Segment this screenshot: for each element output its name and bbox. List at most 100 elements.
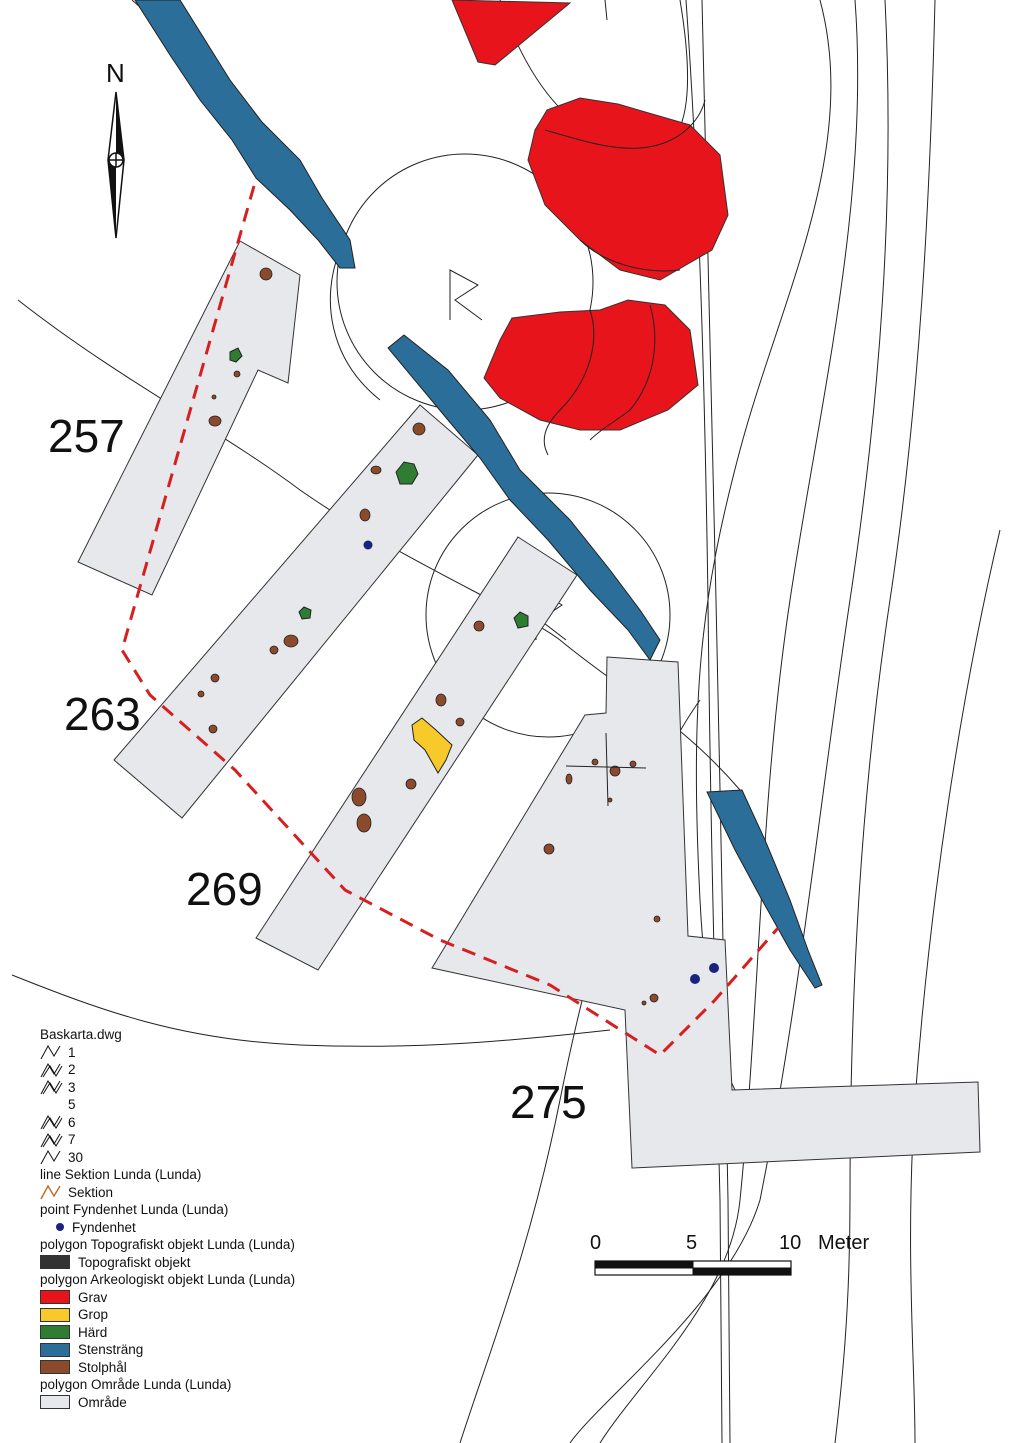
posthole bbox=[649, 993, 659, 1003]
legend-base-layer: 6 bbox=[40, 1114, 380, 1132]
hearth-3 bbox=[298, 606, 312, 620]
trench-label-257: 257 bbox=[48, 410, 125, 462]
legend-topo-item: Topografiskt objekt bbox=[40, 1254, 380, 1272]
posthole bbox=[356, 813, 372, 833]
zigzag-icon bbox=[40, 1080, 63, 1095]
posthole bbox=[197, 690, 205, 698]
topo-swatch bbox=[40, 1255, 70, 1270]
section-line-icon bbox=[40, 1184, 61, 1200]
scale-bar: 0 5 10 Meter bbox=[590, 1232, 894, 1282]
scale-label-5: 5 bbox=[686, 1232, 698, 1254]
trench-269 bbox=[255, 536, 578, 971]
zigzag-icon bbox=[40, 1132, 63, 1148]
legend-base-title: Baskarta.dwg bbox=[40, 1027, 122, 1042]
find-dot-icon bbox=[56, 1223, 64, 1232]
legend-section-title: line Sektion Lunda (Lunda) bbox=[40, 1167, 202, 1182]
trench-label-263: 263 bbox=[64, 688, 141, 740]
posthole bbox=[653, 915, 661, 923]
stone-row-3 bbox=[706, 789, 823, 989]
legend-arch-title: polygon Arkeologiskt objekt Lunda (Lunda… bbox=[40, 1272, 296, 1287]
section-cross bbox=[565, 732, 647, 807]
posthole-swatch bbox=[40, 1360, 70, 1375]
posthole bbox=[351, 787, 367, 807]
scale-unit: Meter bbox=[818, 1232, 870, 1254]
trench-275 bbox=[431, 656, 981, 1169]
posthole bbox=[233, 370, 241, 378]
graves bbox=[451, 0, 729, 431]
scale-bar-graphic bbox=[594, 1260, 792, 1276]
hearth-1 bbox=[229, 347, 243, 363]
legend-area-title: polygon Område Lunda (Lunda) bbox=[40, 1377, 232, 1392]
zigzag-icon bbox=[40, 1115, 63, 1130]
legend-arch-item-stenstrang: Stensträng bbox=[40, 1341, 380, 1359]
legend-base-layer: 7 bbox=[40, 1131, 380, 1149]
postholes bbox=[197, 267, 661, 1006]
legend-arch-item-stolphal: Stolphål bbox=[40, 1359, 380, 1377]
trench-263 bbox=[113, 404, 479, 819]
trench-label-269: 269 bbox=[186, 863, 263, 915]
area-swatch bbox=[40, 1395, 70, 1410]
posthole bbox=[370, 465, 382, 475]
stone-row-1 bbox=[134, 0, 356, 269]
posthole bbox=[609, 765, 621, 777]
zigzag-icon bbox=[40, 1045, 61, 1060]
posthole bbox=[211, 394, 217, 400]
hearth-swatch bbox=[40, 1325, 70, 1340]
posthole bbox=[607, 797, 613, 803]
posthole bbox=[629, 760, 637, 768]
legend-area-item: Område bbox=[40, 1394, 380, 1412]
posthole bbox=[283, 634, 299, 648]
north-label: N bbox=[106, 58, 125, 88]
legend-topo-title: polygon Topografiskt objekt Lunda (Lunda… bbox=[40, 1237, 295, 1252]
trench-label-275: 275 bbox=[510, 1076, 587, 1128]
north-arrow: N bbox=[106, 58, 125, 239]
grave-swatch bbox=[40, 1290, 70, 1305]
map-legend: Baskarta.dwg 1 2 3 5 6 7 30 line Sektion… bbox=[40, 1026, 380, 1411]
legend-base-layer: 30 bbox=[40, 1149, 380, 1167]
posthole bbox=[591, 758, 599, 766]
legend-base-layer: 1 bbox=[40, 1044, 380, 1062]
grave-2 bbox=[483, 299, 699, 431]
grave-top bbox=[451, 0, 572, 66]
posthole bbox=[405, 778, 417, 790]
zigzag-icon bbox=[40, 1150, 61, 1165]
empty-line-icon bbox=[40, 1097, 66, 1113]
posthole bbox=[565, 773, 573, 785]
finds bbox=[363, 540, 719, 984]
posthole bbox=[641, 1000, 647, 1006]
legend-arch-item-hard: Härd bbox=[40, 1324, 380, 1342]
pit-swatch bbox=[40, 1307, 70, 1322]
pit bbox=[411, 717, 453, 774]
posthole bbox=[359, 508, 371, 522]
posthole bbox=[259, 267, 273, 281]
hearth-2 bbox=[395, 461, 419, 485]
zigzag-icon bbox=[40, 1062, 63, 1078]
scale-label-0: 0 bbox=[590, 1232, 602, 1254]
stone-row-swatch bbox=[40, 1342, 70, 1357]
base-map-lines bbox=[11, 0, 1001, 1443]
find-point bbox=[690, 974, 700, 984]
posthole bbox=[455, 717, 465, 727]
posthole bbox=[412, 422, 426, 436]
posthole bbox=[208, 724, 218, 734]
posthole bbox=[210, 673, 220, 683]
stone-rows bbox=[134, 0, 823, 989]
posthole bbox=[208, 415, 222, 427]
legend-base-layer: 3 bbox=[40, 1079, 380, 1097]
legend-section-item: Sektion bbox=[40, 1184, 380, 1202]
grave-1 bbox=[527, 97, 729, 281]
legend-arch-item-grav: Grav bbox=[40, 1289, 380, 1307]
posthole bbox=[543, 843, 555, 855]
find-point bbox=[363, 540, 373, 550]
scale-label-10: 10 bbox=[779, 1232, 802, 1254]
legend-find-title: point Fyndenhet Lunda (Lunda) bbox=[40, 1202, 229, 1217]
boundary-line bbox=[120, 185, 780, 1057]
posthole bbox=[473, 620, 485, 632]
stone-row-2 bbox=[387, 334, 661, 661]
legend-find-item: Fyndenhet bbox=[40, 1219, 380, 1237]
legend-base-layer: 2 bbox=[40, 1061, 380, 1079]
legend-arch-item-grop: Grop bbox=[40, 1306, 380, 1324]
legend-base-layer: 5 bbox=[40, 1096, 380, 1114]
posthole bbox=[269, 645, 279, 655]
